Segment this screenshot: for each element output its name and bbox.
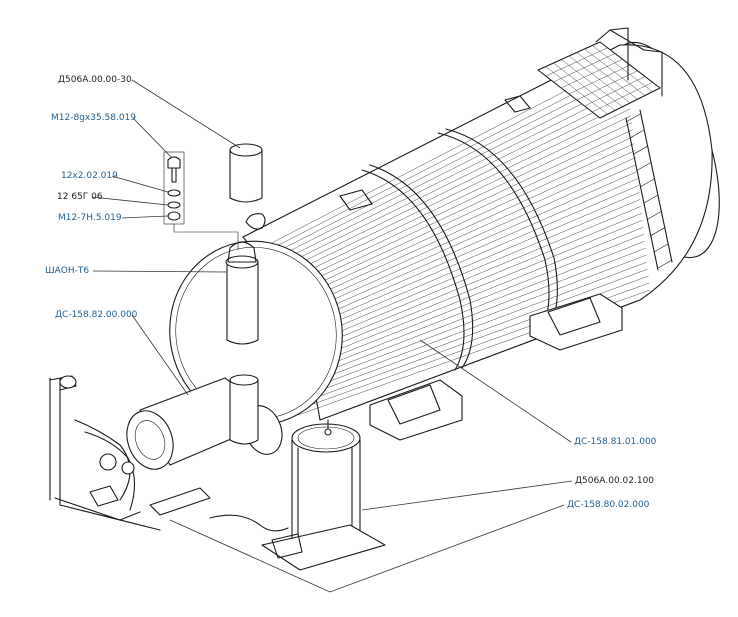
label-ds-158-80[interactable]: ДС-158.80.02.000: [567, 500, 650, 510]
leader-d506a-00-02-100: [361, 480, 573, 511]
leader-m12-8gx35: [132, 117, 173, 159]
tank-supports: [369, 293, 623, 441]
label-nut-m12[interactable]: М12-7Н.5.019: [58, 213, 122, 223]
label-washer-12-65g: 12 65Г 06: [57, 192, 103, 202]
label-ds-158-81[interactable]: ДС-158.81.01.000: [574, 437, 657, 447]
label-m12-8gx35[interactable]: М12-8gх35.58.019: [51, 113, 137, 123]
service-platform: [537, 27, 673, 271]
leader-washer-12x2: [111, 175, 169, 193]
label-shaon-t6[interactable]: ШАОН-Т6: [45, 266, 90, 276]
leader-washer-12-65g: [91, 196, 169, 206]
leader-lines: [91, 79, 573, 593]
leader-ds-158-81: [419, 339, 572, 443]
leader-shaon-t6: [92, 270, 227, 273]
filler-pipe: [225, 143, 266, 345]
label-ds-158-82[interactable]: ДС-158.82.00.000: [55, 310, 138, 320]
label-d506a-00-02-100: Д506А.00.02.100: [575, 476, 655, 486]
leader-nut-m12: [121, 215, 169, 219]
leader-d506a-00-00-30: [131, 79, 241, 149]
bolt-assembly: [163, 151, 239, 250]
vertical-tank: [209, 419, 386, 571]
label-washer-12x2[interactable]: 12х2.02.019: [61, 171, 118, 181]
label-d506a-00-00-30: Д506А.00.00-30: [58, 75, 132, 85]
leader-ds-158-82: [131, 314, 189, 396]
leader-ds-158-80: [169, 504, 565, 593]
heater-unit: [49, 374, 283, 531]
